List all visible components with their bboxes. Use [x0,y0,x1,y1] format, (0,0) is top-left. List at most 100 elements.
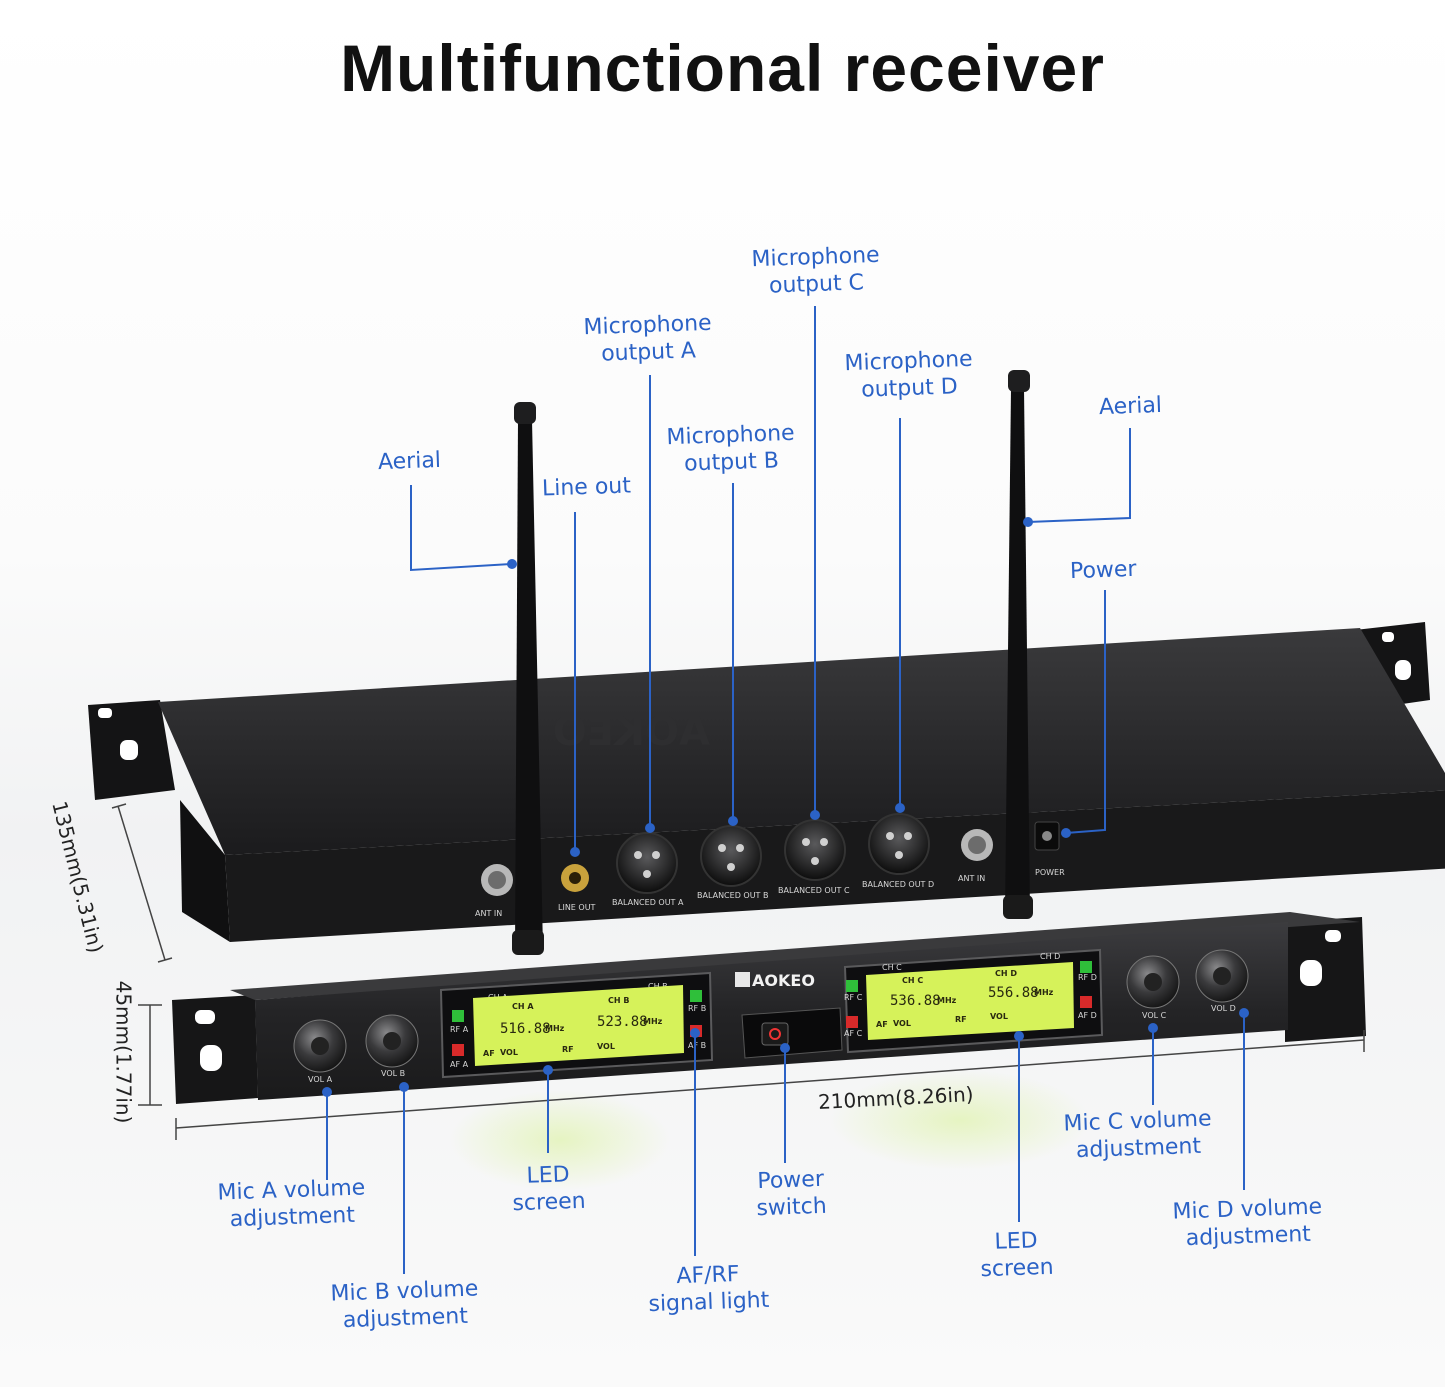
power-jack-pin [1042,831,1052,841]
lcd-rf-a: RF [562,1045,574,1054]
lcd-ch-a: CH A [512,1002,534,1011]
label-aerial-left: Aerial [377,447,442,476]
label-led-screen-right: LED screen [980,1228,1055,1283]
jack-hole [569,872,581,884]
label-power: Power [1069,556,1137,585]
lcd-af-c: AF [876,1020,888,1029]
unit-a: MHz [545,1024,565,1033]
page-title: Multifunctional receiver [340,31,1105,105]
dim-height: 45mm(1.77in) [111,980,136,1124]
rf-d-label: RF D [1078,973,1097,982]
rear-unit: AOKEO ANT IN LINE OUT BALANCED OUT A BAL… [88,622,1445,942]
front-brand: AOKEO [752,971,815,990]
ch-b-marker: CH B [648,982,668,991]
lcd-vol-c: VOL [893,1019,911,1028]
antenna-right [1003,370,1033,919]
line-out-label: LINE OUT [558,903,596,912]
rack-hole [1395,660,1411,680]
brand-logo-icon [735,972,750,987]
ant-in-label-right: ANT IN [958,874,985,883]
balanced-out-d-label: BALANCED OUT D [862,880,934,889]
lcd-vol-d: VOL [990,1012,1008,1021]
lcd-ch-d: CH D [995,969,1017,978]
rf-c-label: RF C [844,993,863,1002]
balanced-out-b-label: BALANCED OUT B [697,891,768,900]
freq-c-readout: 536.88 [890,993,941,1009]
vol-c-label: VOL C [1142,1011,1167,1020]
rack-slot [195,1010,215,1024]
af-d-label: AF D [1078,1011,1097,1020]
lcd-vol-b: VOL [597,1042,615,1051]
lcd-vol-a: VOL [500,1048,518,1057]
lcd-screen-left [473,985,684,1066]
connector-core [968,836,986,854]
unit-c: MHz [937,996,957,1005]
label-led-screen-left: LED screen [512,1162,587,1217]
vol-a-label: VOL A [308,1075,333,1084]
led-indicators-ab: RF A AF A RF B AF B [450,990,706,1069]
lcd-glow-left [450,1090,670,1190]
label-mic-output-d: Microphone output D [844,346,973,403]
label-mic-output-c: Microphone output C [751,242,880,299]
lcd-glow-right [830,1070,1090,1170]
unit-d: MHz [1034,988,1054,997]
lcd-screen-right [866,962,1074,1040]
led-indicators-cd: RF C AF C RF D AF D [844,961,1097,1038]
knob-vol-d[interactable] [1195,949,1249,1003]
rear-top-surface [158,628,1445,855]
power-switch-bay [741,1007,843,1059]
knob-vol-b[interactable] [365,1014,419,1068]
label-aerial-right: Aerial [1098,392,1163,421]
freq-a-readout: 516.88 [500,1021,551,1037]
callout-dots [322,517,1249,1097]
power-jack-label: POWER [1035,868,1065,877]
xlr-output-d [868,813,930,875]
rf-a-label: RF A [450,1025,469,1034]
af-b-label: AF B [688,1041,706,1050]
label-mic-b-volume: Mic B volume adjustment [330,1276,479,1334]
label-mic-a-volume: Mic A volume adjustment [217,1175,366,1233]
rf-b-label: RF B [688,1004,706,1013]
vol-d-label: VOL D [1211,1004,1236,1013]
rack-slot [1325,930,1341,942]
freq-b-readout: 523.88 [597,1014,648,1030]
rear-side [180,800,230,942]
freq-d-readout: 556.88 [988,985,1039,1001]
label-power-switch: Power switch [756,1166,828,1222]
front-face [255,922,1288,1100]
antenna-left [512,402,544,955]
front-rack-ear-right [1285,917,1366,1042]
connector-core [488,871,506,889]
front-unit: VOL A VOL B CH A CH B RF A AF A RF B AF … [172,912,1366,1104]
knob-vol-c[interactable] [1126,955,1180,1009]
xlr-output-c [784,819,846,881]
ant-in-label-left: ANT IN [475,909,502,918]
unit-b: MHz [643,1017,663,1026]
ch-c-marker: CH C [882,963,902,972]
front-top-edge [230,912,1360,1000]
rack-slot [1382,632,1394,642]
lcd-ch-b: CH B [608,996,629,1005]
rack-slot [98,708,112,718]
callout-lines [326,306,1245,1274]
lcd-ch-c: CH C [902,976,923,985]
mirrored-brand: AOKEO [553,709,710,755]
label-mic-d-volume: Mic D volume adjustment [1172,1194,1323,1252]
vol-b-label: VOL B [381,1069,405,1078]
af-c-label: AF C [844,1029,863,1038]
label-mic-output-b: Microphone output B [666,420,795,477]
knob-vol-a[interactable] [293,1019,347,1073]
power-switch[interactable] [761,1022,789,1046]
label-line-out: Line out [541,473,632,502]
lcd-af-a: AF [483,1049,495,1058]
xlr-output-b [700,825,762,887]
label-af-rf-signal: AF/RF signal light [648,1261,770,1318]
balanced-out-c-label: BALANCED OUT C [778,886,850,895]
ch-d-marker: CH D [1040,952,1060,961]
rack-hole [1300,960,1322,986]
dimension-lines [111,803,1365,1140]
power-icon [769,1028,781,1040]
label-mic-output-a: Microphone output A [583,310,712,367]
rack-hole [200,1045,222,1071]
